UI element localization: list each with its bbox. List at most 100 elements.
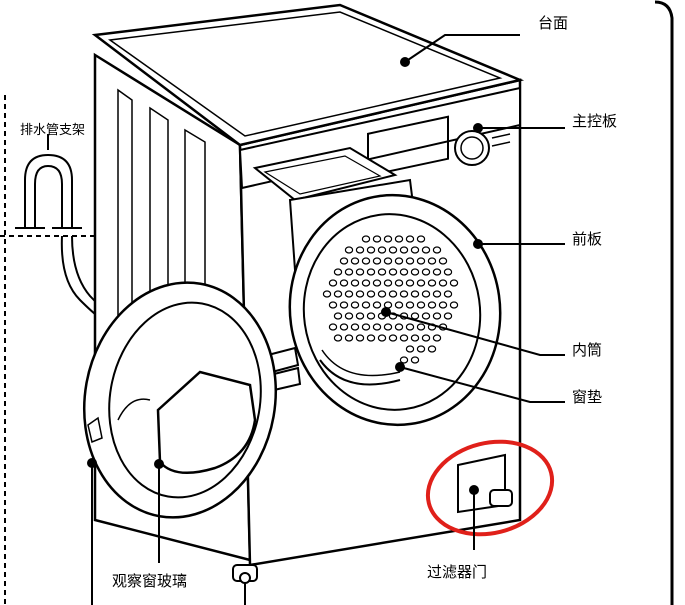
drum-hole (361, 301, 371, 309)
drum-hole (432, 268, 442, 276)
drum-hole (394, 279, 404, 287)
drum-hole (405, 345, 415, 353)
drum-hole (399, 334, 409, 342)
viewing-glass-label: 观察窗玻璃 (112, 572, 188, 590)
drum-hole (416, 345, 426, 353)
drum-hole (443, 290, 453, 298)
dashed-guides (0, 95, 300, 605)
drum-hole (416, 279, 426, 287)
drum-hole (361, 279, 371, 287)
drum-hole (432, 290, 442, 298)
drum-hole (388, 334, 398, 342)
drum-hole (394, 257, 404, 265)
door-hinges (266, 346, 302, 392)
drum-hole (388, 246, 398, 254)
drum-hole (432, 312, 442, 320)
viewing-glass-shape (156, 370, 257, 475)
drum-hole (372, 301, 382, 309)
drum-hole (366, 312, 376, 320)
drum-hole (432, 246, 442, 254)
drum-hole (377, 246, 387, 254)
drum-hole (394, 235, 404, 243)
drum-hole (449, 279, 459, 287)
drum-hole (366, 290, 376, 298)
drum-hole (328, 323, 338, 331)
drum-hole (383, 323, 393, 331)
drum-hole (333, 334, 343, 342)
drum-hole (377, 290, 387, 298)
drum-hole (361, 235, 371, 243)
drum-hole (322, 290, 332, 298)
drum-hole (350, 323, 360, 331)
drum-hole (410, 312, 420, 320)
drum-hole (372, 279, 382, 287)
drum-hole (388, 290, 398, 298)
worktop (91, 3, 525, 147)
machine-feet (232, 489, 513, 584)
drum-hole (328, 301, 338, 309)
drum-hole (405, 323, 415, 331)
inner-drum-label: 内筒 (572, 341, 603, 359)
door-seal (319, 359, 401, 386)
drum-hole (366, 334, 376, 342)
drum-hole (344, 334, 354, 342)
drum-hole (350, 301, 360, 309)
drum-hole (361, 323, 371, 331)
drum-hole (383, 257, 393, 265)
drum-hole (333, 268, 343, 276)
drum-hole (377, 268, 387, 276)
drum-hole (399, 290, 409, 298)
program-knob (454, 130, 490, 166)
drum-hole (427, 345, 437, 353)
drum-hole (421, 312, 431, 320)
drum-hole (344, 268, 354, 276)
drum-hole (421, 268, 431, 276)
drum-hole (410, 356, 420, 364)
drum-assembly (288, 193, 502, 427)
drum-hole (410, 246, 420, 254)
drum-hole (372, 257, 382, 265)
drum-hole (372, 235, 382, 243)
drum-hole (344, 312, 354, 320)
door-seal-label: 窗垫 (572, 388, 603, 406)
drum-hole (421, 334, 431, 342)
drum-hole (366, 268, 376, 276)
drum-hole (427, 257, 437, 265)
drum-hole (355, 312, 365, 320)
drum-hole (383, 279, 393, 287)
drum-hole (449, 301, 459, 309)
drum-hole (339, 323, 349, 331)
drum-hole (372, 323, 382, 331)
control-panel-label: 主控板 (572, 112, 618, 130)
drain-hose-bracket-label: 排水管支架 (20, 123, 86, 138)
frame-border (654, 0, 674, 605)
drum-hole (421, 246, 431, 254)
drum-hole (339, 257, 349, 265)
drum-hole (410, 334, 420, 342)
drum-hole (405, 235, 415, 243)
drum-hole (421, 290, 431, 298)
drum-hole (410, 290, 420, 298)
drum-hole (432, 334, 442, 342)
inner-drum-perforations (322, 235, 459, 364)
leader-lines (47, 34, 565, 605)
drum-hole (344, 246, 354, 254)
drum-hole (399, 246, 409, 254)
drum-hole (443, 268, 453, 276)
drum-hole (394, 323, 404, 331)
drum-hole (416, 301, 426, 309)
drum-hole (416, 323, 426, 331)
drum-hole (333, 290, 343, 298)
drum-hole (405, 301, 415, 309)
drum-hole (355, 334, 365, 342)
drum-hole (355, 268, 365, 276)
drum-hole (416, 257, 426, 265)
drum-hole (438, 257, 448, 265)
drum-hole (333, 312, 343, 320)
drum-hole (399, 356, 409, 364)
drum-hole (427, 279, 437, 287)
open-door (82, 281, 278, 519)
drum-hole (350, 279, 360, 287)
drum-hole (443, 312, 453, 320)
drum-hole (355, 246, 365, 254)
